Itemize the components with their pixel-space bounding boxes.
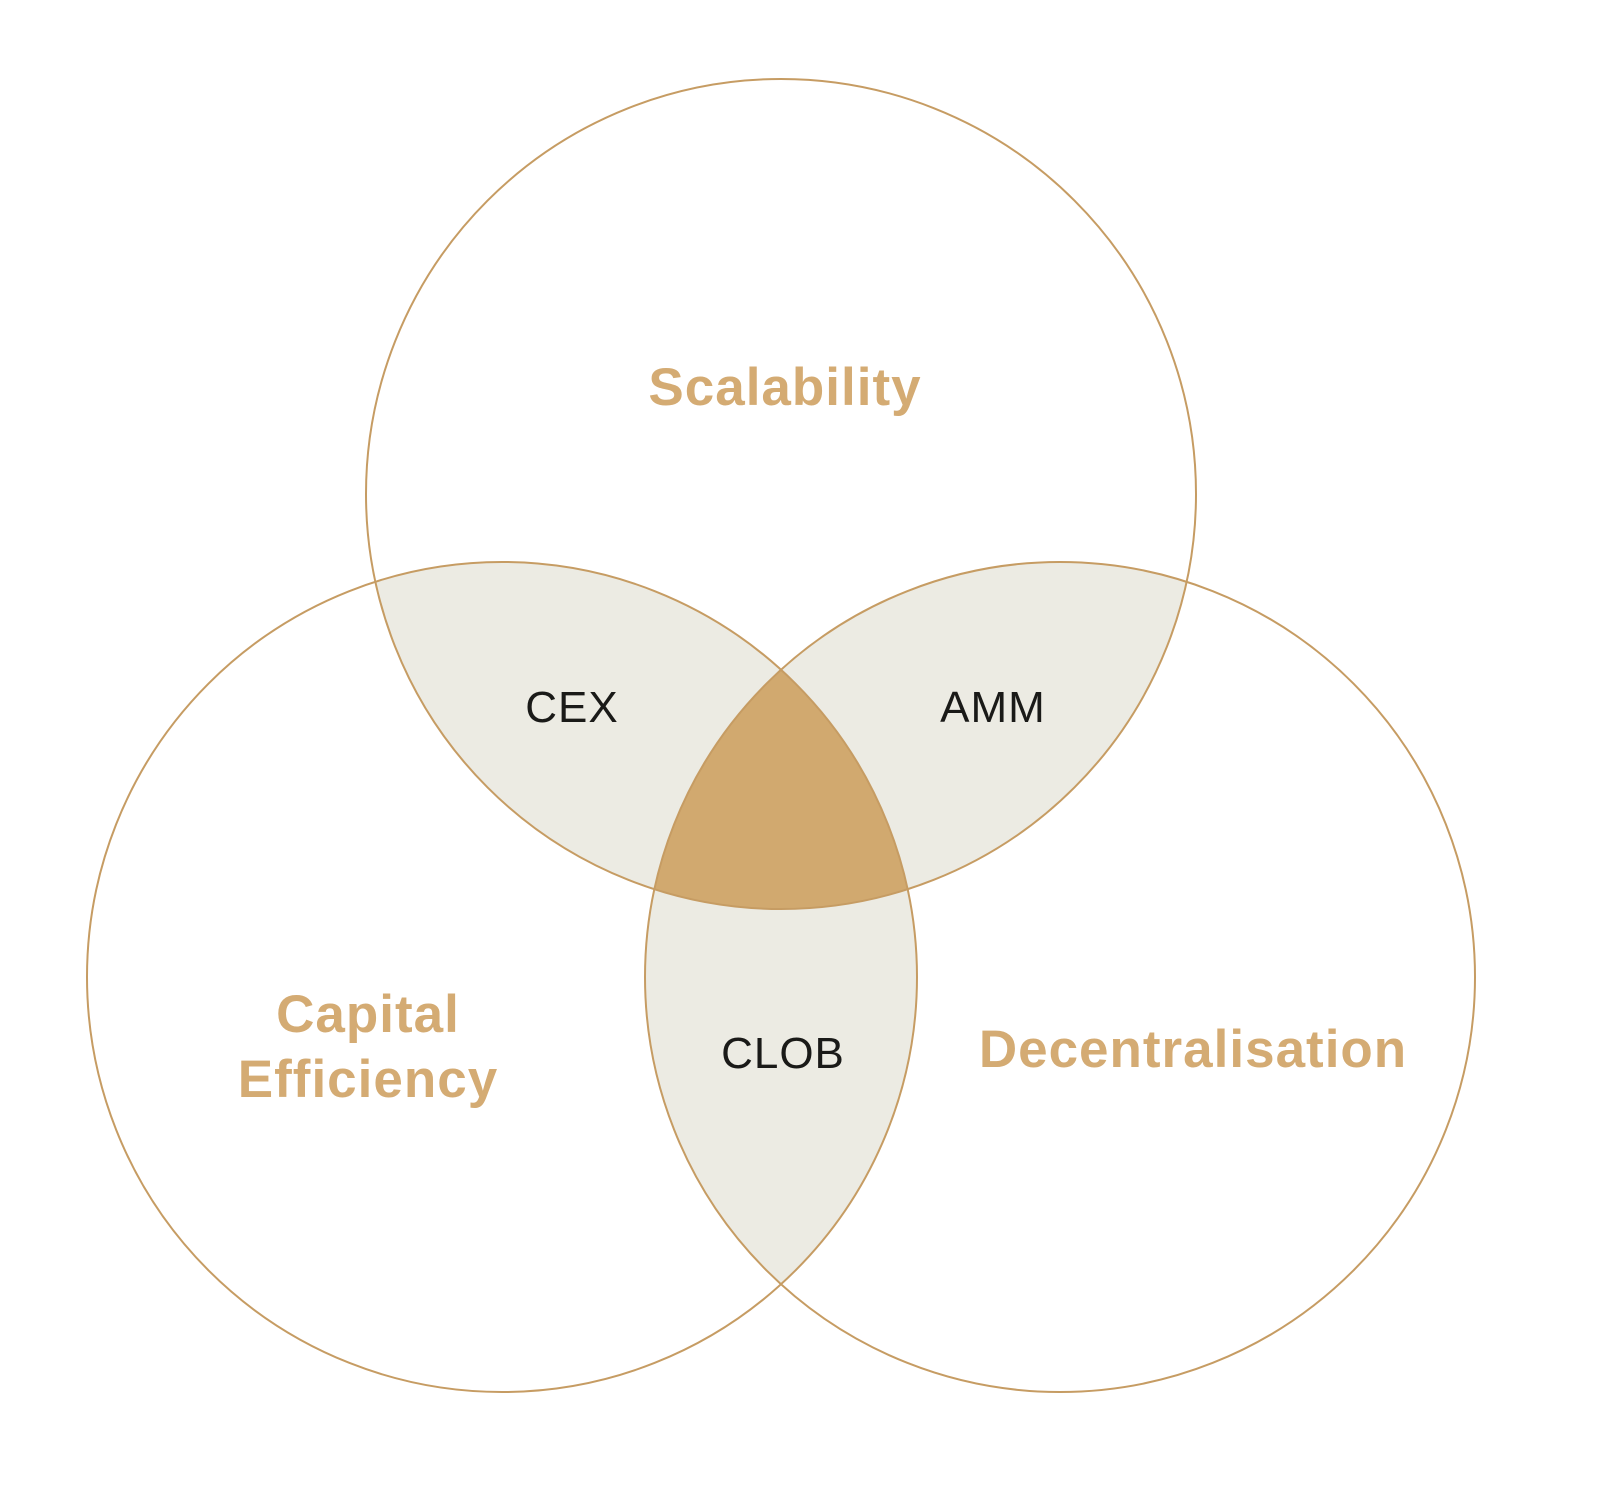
label-amm: AMM [940, 683, 1046, 732]
label-scalability: Scalability [648, 358, 921, 417]
label-decentralisation: Decentralisation [979, 1020, 1407, 1079]
capital-efficiency-circle [86, 561, 918, 1393]
scalability-circle [365, 78, 1197, 910]
label-cex: CEX [525, 683, 618, 732]
label-capital-efficiency-line2: Efficiency [238, 1050, 498, 1109]
decentralisation-circle [644, 561, 1476, 1393]
label-capital-efficiency-line1: Capital [276, 985, 460, 1044]
triple-overlap-outer [645, 562, 917, 909]
label-clob: CLOB [721, 1029, 845, 1078]
triple-overlap-inner [645, 562, 917, 909]
triple-overlap-region [645, 562, 917, 909]
